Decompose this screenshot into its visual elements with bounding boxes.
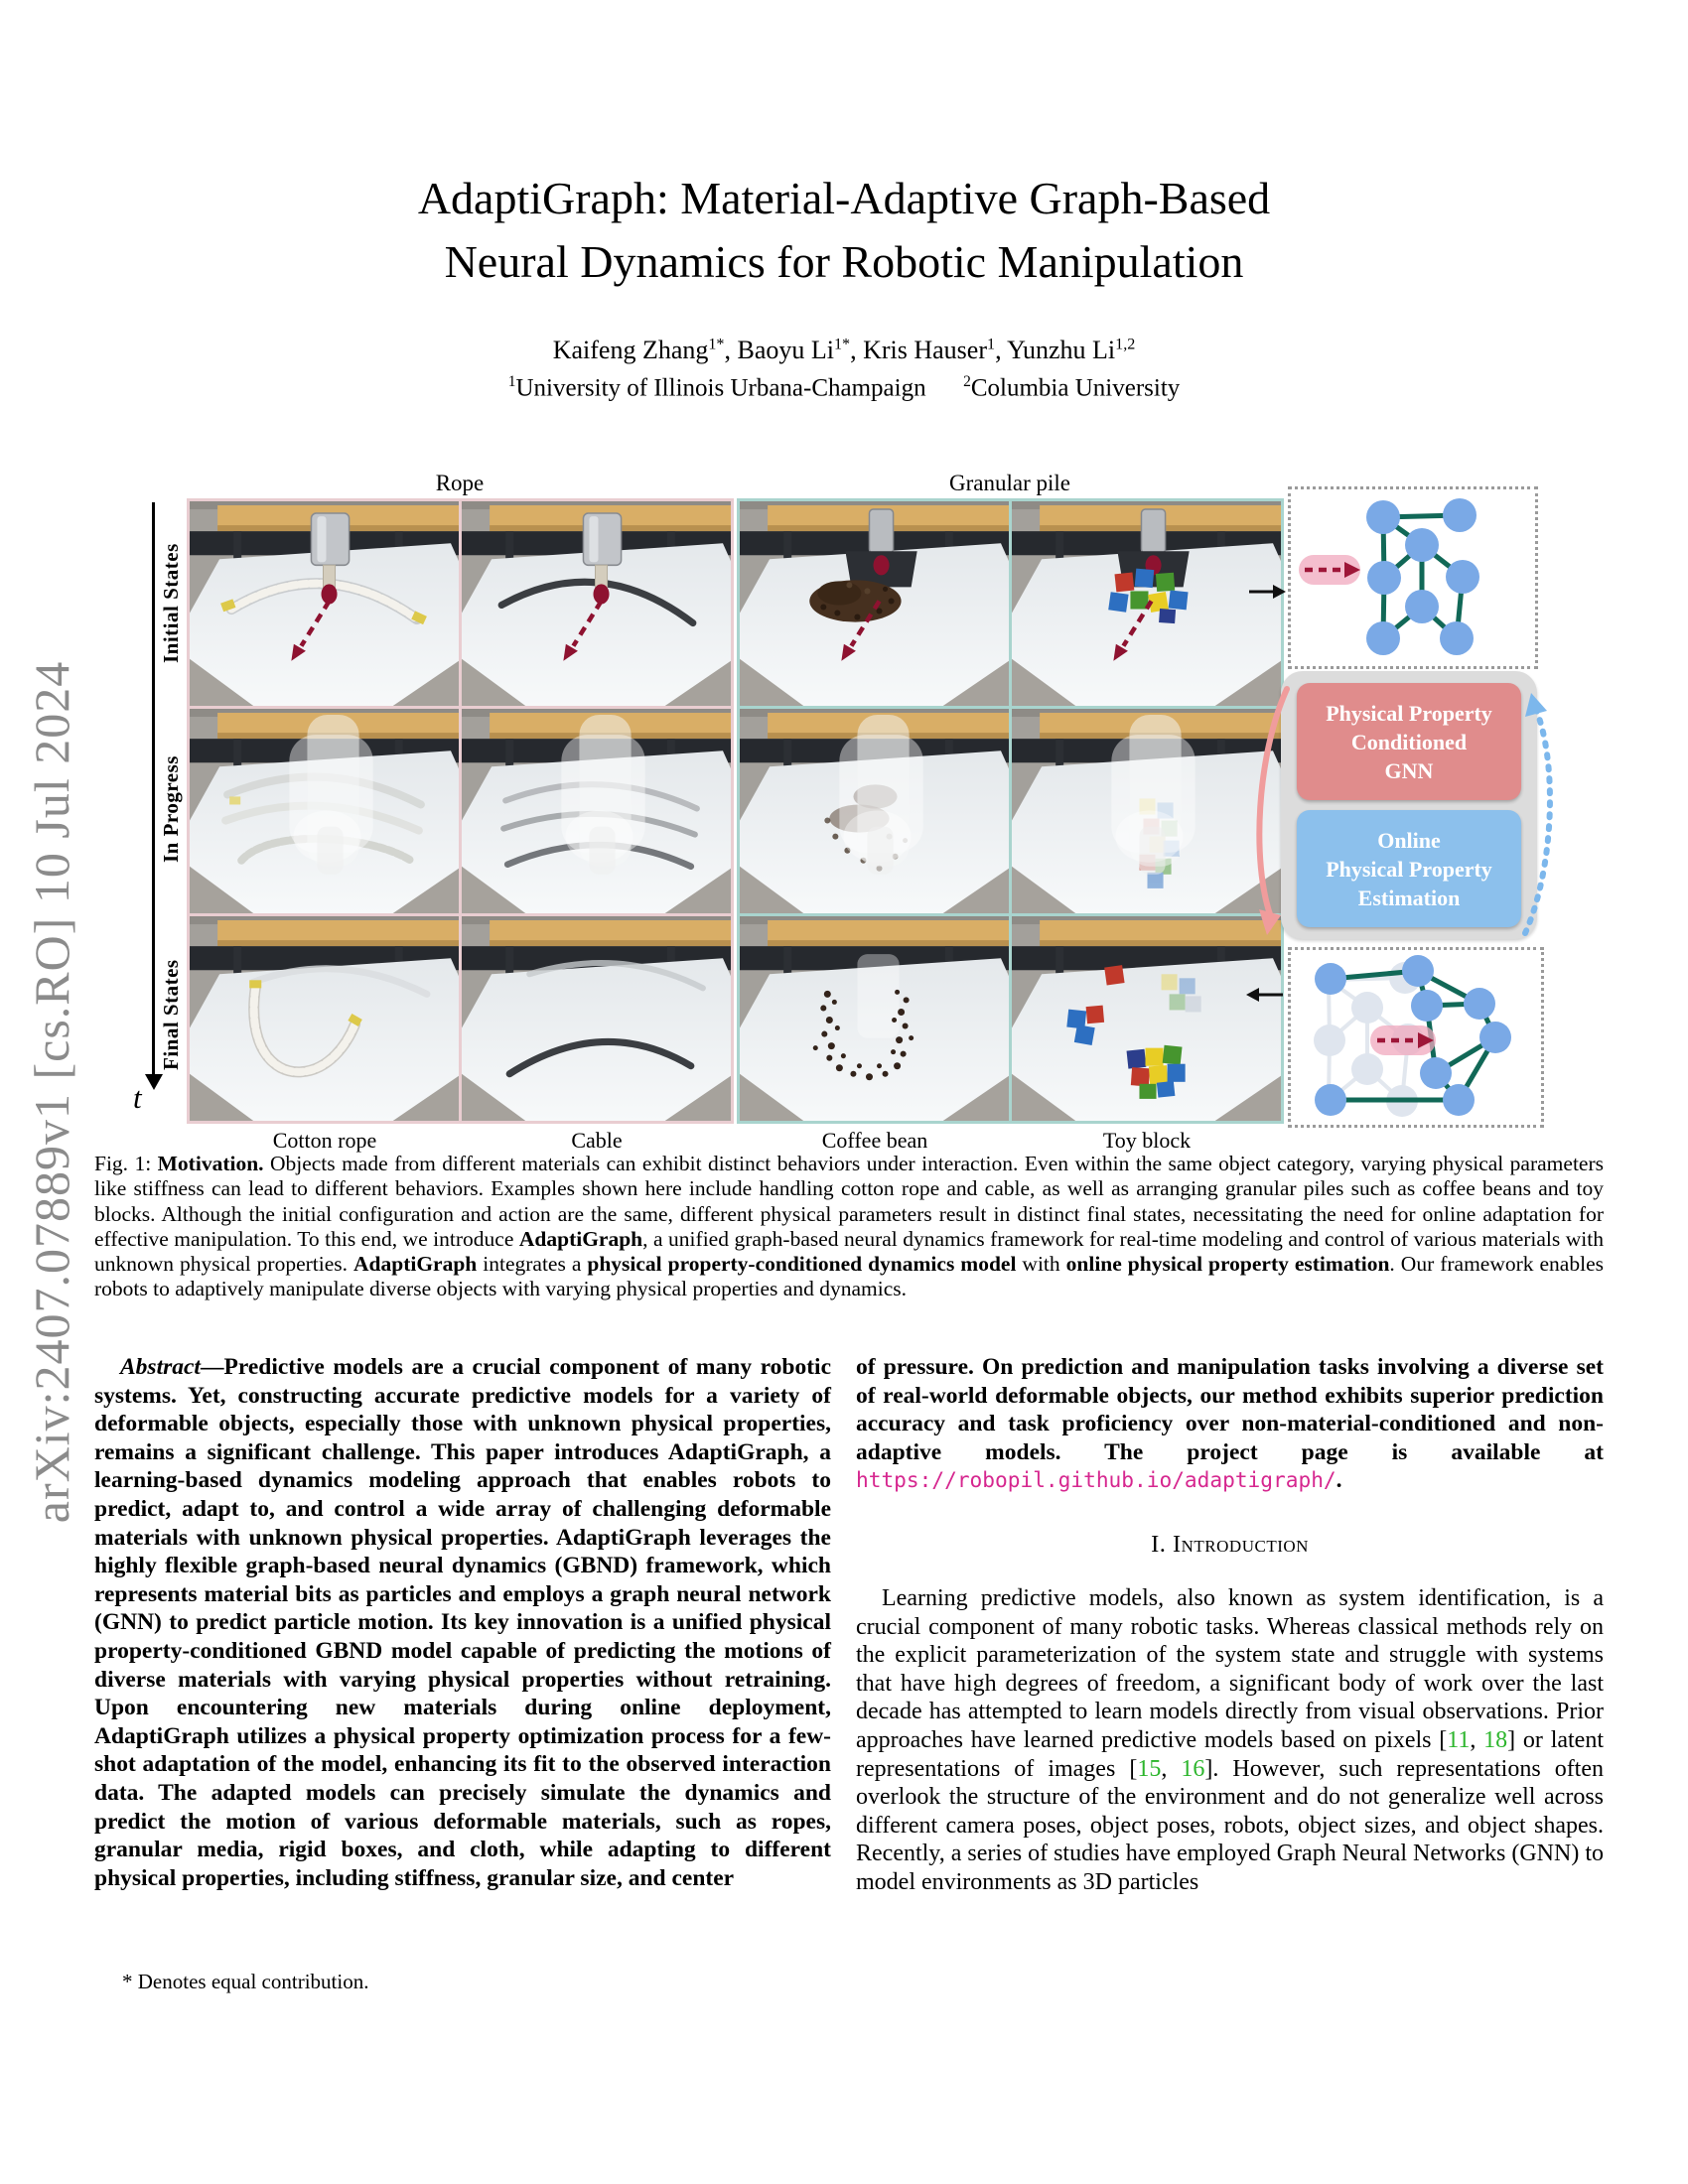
equal-contribution-footnote: * Denotes equal contribution. xyxy=(122,1970,369,1993)
row-label-in-progress: In Progress xyxy=(159,755,183,864)
text-segment: AdaptiGraph xyxy=(518,1226,643,1251)
arxiv-stamp: arXiv:2407.07889v1 [cs.RO] 10 Jul 2024 xyxy=(24,660,79,1524)
action-arrow-icon xyxy=(1299,555,1360,585)
material-label-coffee-bean: Coffee bean xyxy=(821,1128,928,1153)
abstract-continuation: of pressure. On prediction and manipulat… xyxy=(856,1353,1604,1495)
introduction-paragraph: Learning predictive models, also known a… xyxy=(856,1584,1604,1897)
flow-arrow-up-icon xyxy=(1522,693,1553,936)
online-box-line2: Physical Property xyxy=(1326,856,1492,882)
online-physical-property-estimation-box: Online Physical Property Estimation xyxy=(1297,810,1521,927)
photo-cell-progress-cotton-rope xyxy=(190,709,459,913)
authors-line: Kaifeng Zhang1*, Baoyu Li1*, Kris Hauser… xyxy=(0,336,1688,365)
gnn-box-line3: GNN xyxy=(1384,757,1434,783)
photo-cell-final-cotton-rope xyxy=(190,916,459,1121)
text-segment: of pressure. On prediction and manipulat… xyxy=(856,1354,1604,1465)
text-segment: ] or latent representations of images [ xyxy=(856,1726,1605,1782)
granular-photo-group xyxy=(737,498,1284,1124)
photo-cell-final-toy-block xyxy=(1012,916,1281,1121)
text-segment: , Yunzhu Li xyxy=(995,336,1116,364)
rope-photo-group xyxy=(187,498,734,1124)
column-group-label-rope: Rope xyxy=(435,471,485,495)
paper-title: AdaptiGraph: Material-Adaptive Graph-Bas… xyxy=(0,167,1688,294)
text-segment: Fig. 1: xyxy=(94,1152,158,1175)
citation-15: 15 xyxy=(1137,1755,1162,1782)
paper-title-line2: Neural Dynamics for Robotic Manipulation xyxy=(444,236,1244,287)
particle-graph-icon xyxy=(1299,498,1479,655)
adaptigraph-pipeline: Physical Property Conditioned GNN Online… xyxy=(1281,671,1537,939)
output-arrow-icon xyxy=(1246,988,1283,1002)
column-group-label-granular: Granular pile xyxy=(949,471,1070,495)
affiliations-line: 1University of Illinois Urbana-Champaign… xyxy=(0,373,1688,402)
text-segment: online physical property estimation xyxy=(1065,1252,1390,1277)
text-segment: , xyxy=(1161,1755,1182,1782)
text-segment: ]. However, such representations often o… xyxy=(856,1755,1605,1895)
text-segment: integrates a xyxy=(477,1252,588,1277)
row-label-final-states: Final States xyxy=(159,959,183,1071)
abstract-paragraph: Abstract—Predictive models are a crucial… xyxy=(94,1353,831,1892)
photo-cell-initial-coffee-bean xyxy=(740,501,1009,706)
photo-cell-initial-cable xyxy=(462,501,731,706)
right-column: of pressure. On prediction and manipulat… xyxy=(856,1353,1604,1897)
figure-1-caption: Fig. 1: Motivation. Objects made from di… xyxy=(94,1152,1604,1302)
photo-cell-progress-coffee-bean xyxy=(740,709,1009,913)
citation-18: 18 xyxy=(1483,1726,1508,1753)
deformed-particle-graph-icon xyxy=(1314,955,1511,1117)
text-segment: , Kris Hauser xyxy=(850,336,988,364)
text-segment: Objects made from different materials ca… xyxy=(94,1152,1604,1251)
text-segment: physical property-conditioned dynamics m… xyxy=(587,1252,1017,1277)
photo-cell-final-cable xyxy=(462,916,731,1121)
material-label-cable: Cable xyxy=(571,1128,623,1153)
photo-cell-initial-cotton-rope xyxy=(190,501,459,706)
text-segment: 1* xyxy=(708,336,725,353)
online-box-line3: Estimation xyxy=(1357,885,1461,910)
paper-title-line1: AdaptiGraph: Material-Adaptive Graph-Bas… xyxy=(417,173,1271,223)
left-column: Abstract—Predictive models are a crucial… xyxy=(94,1353,831,1892)
photo-cell-progress-cable xyxy=(462,709,731,913)
text-segment: 1 xyxy=(987,336,996,353)
text-segment: Abstract xyxy=(120,1354,201,1380)
text-segment: Kaifeng Zhang xyxy=(552,336,709,364)
row-label-initial-states: Initial States xyxy=(159,543,183,663)
text-segment: with xyxy=(1016,1252,1066,1277)
text-segment: . xyxy=(1336,1467,1342,1494)
text-segment: —Predictive models are a crucial compone… xyxy=(94,1354,831,1891)
citation-16: 16 xyxy=(1181,1755,1205,1782)
text-segment: Motivation. xyxy=(157,1152,264,1175)
text-segment: AdaptiGraph xyxy=(353,1252,478,1277)
photo-cell-final-coffee-bean xyxy=(740,916,1009,1121)
online-box-line1: Online xyxy=(1377,827,1441,853)
text-segment: 2 xyxy=(963,373,971,390)
gnn-box-line2: Conditioned xyxy=(1350,729,1468,754)
action-arrow-icon xyxy=(1370,1025,1436,1055)
time-axis-label: t xyxy=(133,1080,142,1115)
text-segment: 1,2 xyxy=(1115,336,1136,353)
text-segment xyxy=(926,374,964,401)
time-axis-arrow-icon xyxy=(152,502,155,1074)
flow-arrow-down-icon xyxy=(1256,686,1290,935)
text-segment: Learning predictive models, also known a… xyxy=(856,1584,1604,1753)
text-segment: . Our framework enables robots to adapti… xyxy=(94,1252,1604,1301)
photo-cell-progress-toy-block xyxy=(1012,709,1281,913)
photo-cell-initial-toy-block xyxy=(1012,501,1281,706)
text-segment: 1 xyxy=(507,373,516,390)
text-segment: , a unified graph-based neural dynamics … xyxy=(94,1226,1604,1277)
text-segment: 1* xyxy=(833,336,851,353)
citation-11: 11 xyxy=(1447,1726,1471,1753)
project-page-link[interactable]: https://robopil.github.io/adaptigraph/ xyxy=(856,1467,1336,1493)
material-label-cotton-rope: Cotton rope xyxy=(272,1128,377,1153)
section-heading-introduction: I. Introduction xyxy=(1151,1530,1309,1558)
input-arrow-icon xyxy=(1249,585,1286,599)
physical-property-conditioned-gnn-box: Physical Property Conditioned GNN xyxy=(1297,683,1521,800)
text-segment: , Baoyu Li xyxy=(724,336,834,364)
text-segment: University of Illinois Urbana-Champaign xyxy=(515,374,926,402)
material-label-toy-block: Toy block xyxy=(1102,1128,1192,1153)
particle-graph-box xyxy=(1288,486,1538,669)
gnn-box-line1: Physical Property xyxy=(1326,700,1492,726)
text-segment: , xyxy=(1470,1726,1484,1753)
time-axis-arrowhead-icon xyxy=(145,1074,163,1090)
text-segment: Columbia University xyxy=(970,374,1181,402)
deformed-particle-graph-box xyxy=(1288,947,1544,1128)
